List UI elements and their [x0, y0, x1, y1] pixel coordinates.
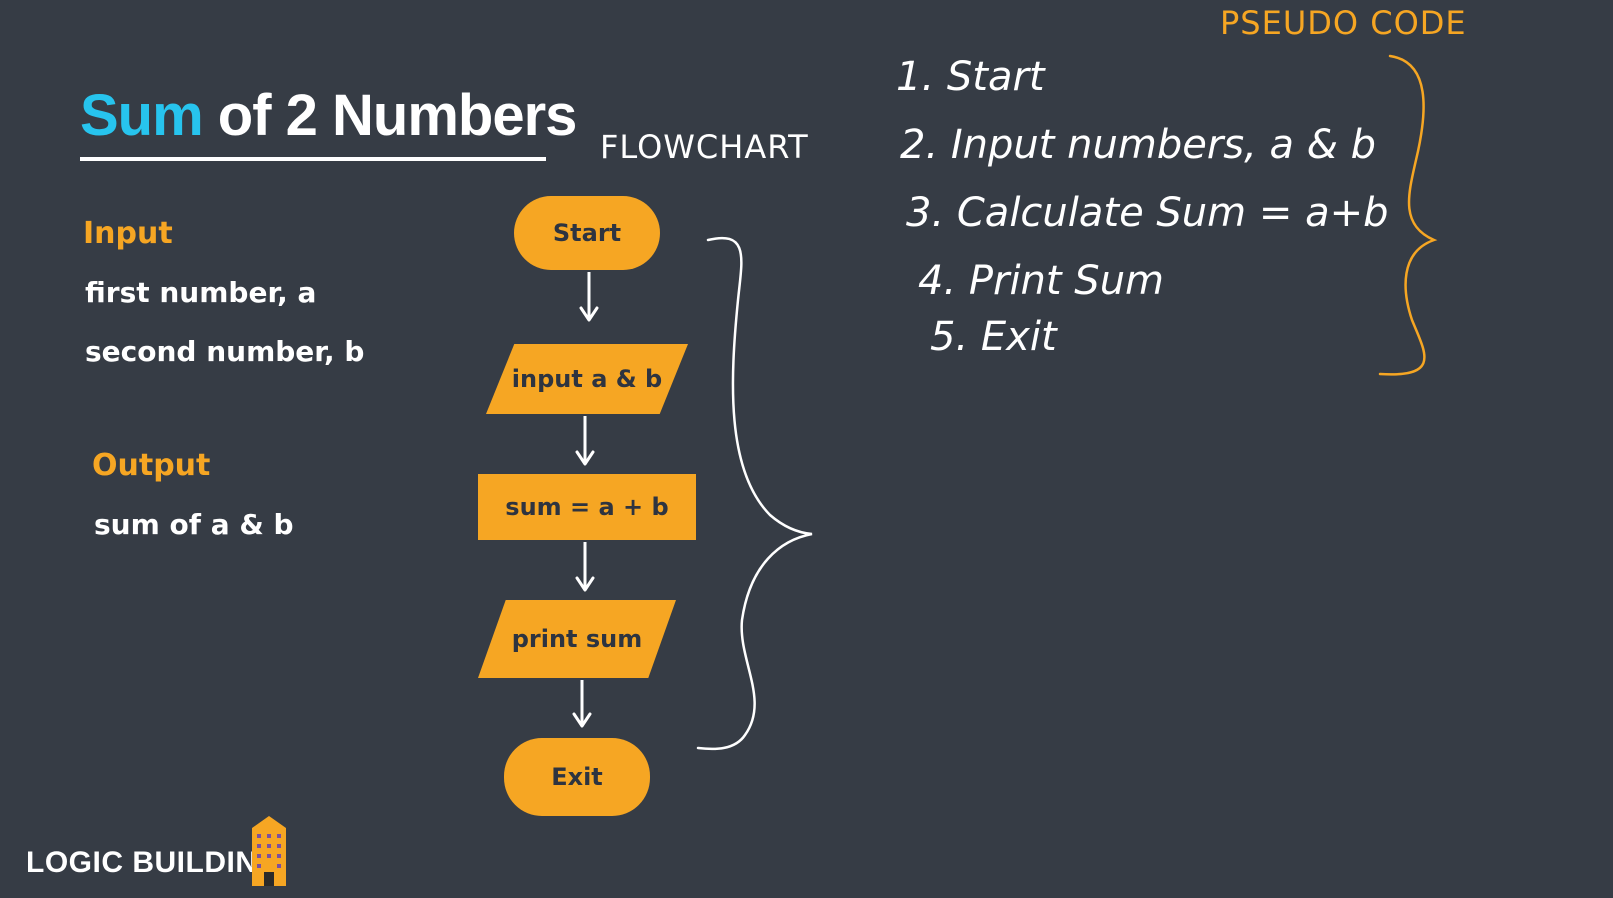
- output-heading: Output: [92, 448, 211, 483]
- title-rest: of 2 Numbers: [202, 83, 578, 148]
- title-highlight: Sum: [80, 83, 204, 148]
- title-underline: [80, 157, 546, 161]
- building-icon: [252, 816, 286, 886]
- input-line-2: second number, b: [85, 335, 365, 368]
- page-title: Sum of 2 Numbers: [80, 82, 578, 149]
- output-line-1: sum of a & b: [94, 508, 294, 541]
- pseudocode-label: PSEUDO CODE: [1220, 4, 1467, 42]
- flowchart-start: Start: [514, 196, 660, 270]
- pseudocode-line-5: 5. Exit: [930, 314, 1057, 360]
- flowchart-brace: [696, 236, 813, 751]
- pseudocode-brace: [1378, 54, 1438, 376]
- pseudocode-line-3: 3. Calculate Sum = a+b: [906, 190, 1389, 236]
- pseudocode-line-1: 1. Start: [896, 54, 1045, 100]
- flowchart-label: FLOWCHART: [600, 128, 809, 166]
- flowchart-end: Exit: [504, 738, 650, 816]
- pseudocode-line-2: 2. Input numbers, a & b: [900, 122, 1377, 168]
- logo-text: LOGIC BUILDING: [26, 846, 282, 879]
- flowchart-output: print sum: [478, 600, 676, 678]
- input-line-1: first number, a: [85, 276, 317, 309]
- pseudocode-line-4: 4. Print Sum: [918, 258, 1165, 304]
- flowchart-process: sum = a + b: [478, 474, 696, 540]
- input-heading: Input: [83, 216, 173, 251]
- flowchart-input: input a & b: [486, 344, 688, 414]
